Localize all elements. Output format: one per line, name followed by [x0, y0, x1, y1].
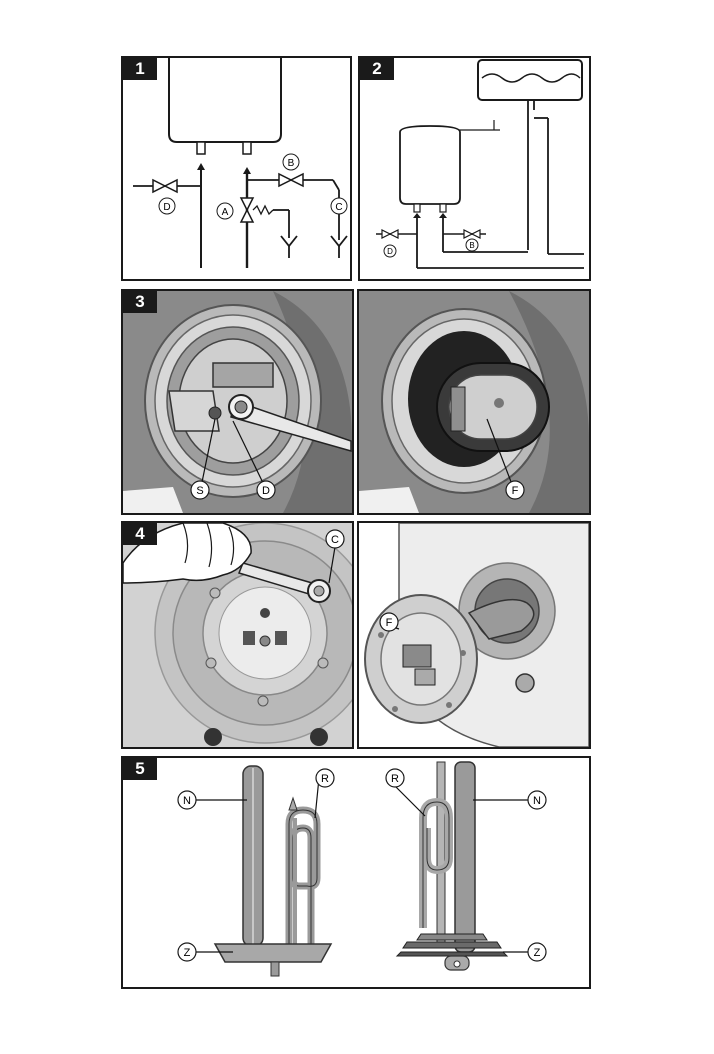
- callout-n-left-label: N: [183, 795, 191, 807]
- heating-element-diagram: N R Z R N Z: [123, 758, 589, 987]
- callout-b-label: B: [469, 241, 474, 250]
- panel-1-installation-diagram: 1 D B A C: [121, 56, 352, 281]
- callout-d-label: D: [262, 485, 270, 497]
- water-heater-tank: [169, 58, 281, 142]
- water-heater-tank: [400, 126, 460, 204]
- element-extraction-illustration: F: [359, 523, 589, 747]
- header-tank: [478, 60, 582, 100]
- panel-4-left-nut-removal: 4 C: [121, 521, 354, 749]
- flange-z: [215, 944, 331, 962]
- anode-rod-n-right: [455, 762, 475, 952]
- flange-z-right: [417, 934, 487, 940]
- panel-3-left-wrench-removal: 3 S D: [121, 289, 354, 515]
- callout-c-label: C: [331, 534, 339, 546]
- valve-d: [153, 180, 165, 192]
- safety-valve-a: [241, 198, 253, 210]
- callout-f-label: F: [386, 617, 393, 629]
- callout-n-right-label: N: [533, 795, 541, 807]
- panel-4-right-element-extraction: F: [357, 521, 591, 749]
- callout-a-label: A: [222, 207, 229, 218]
- panel-3-right-flange-removal: F: [357, 289, 591, 515]
- panel-3-number: 3: [123, 291, 157, 313]
- panel-2-installation-diagram: 2 D B: [358, 56, 591, 281]
- callout-z-left-label: Z: [184, 947, 191, 959]
- panel-5-number: 5: [123, 758, 157, 780]
- panel-1-number: 1: [123, 58, 157, 80]
- callout-r-left-label: R: [321, 773, 329, 785]
- callout-d-label: D: [163, 202, 170, 213]
- panel-5-heating-element-components: 5 N R Z R N: [121, 756, 591, 989]
- flange-removal-illustration: F: [359, 291, 589, 513]
- flange-wrench-illustration: S D: [123, 291, 352, 513]
- callout-b-label: B: [288, 158, 295, 169]
- nut-removal-illustration: C: [123, 523, 352, 747]
- callout-f-label: F: [512, 485, 519, 497]
- panel-4-number: 4: [123, 523, 157, 545]
- tank-connection-diagram: D B: [360, 58, 589, 279]
- callout-r-right-label: R: [391, 773, 399, 785]
- callout-s-label: S: [196, 485, 203, 497]
- callout-d-label: D: [387, 247, 393, 256]
- inlet-pipe: [243, 142, 251, 154]
- panel-2-number: 2: [360, 58, 394, 80]
- callout-c-label: C: [335, 202, 342, 213]
- installation-diagram: D B A C: [123, 58, 350, 279]
- outlet-pipe: [197, 142, 205, 154]
- terminal-block: [213, 363, 273, 387]
- valve-b: [279, 174, 291, 186]
- callout-z-right-label: Z: [534, 947, 541, 959]
